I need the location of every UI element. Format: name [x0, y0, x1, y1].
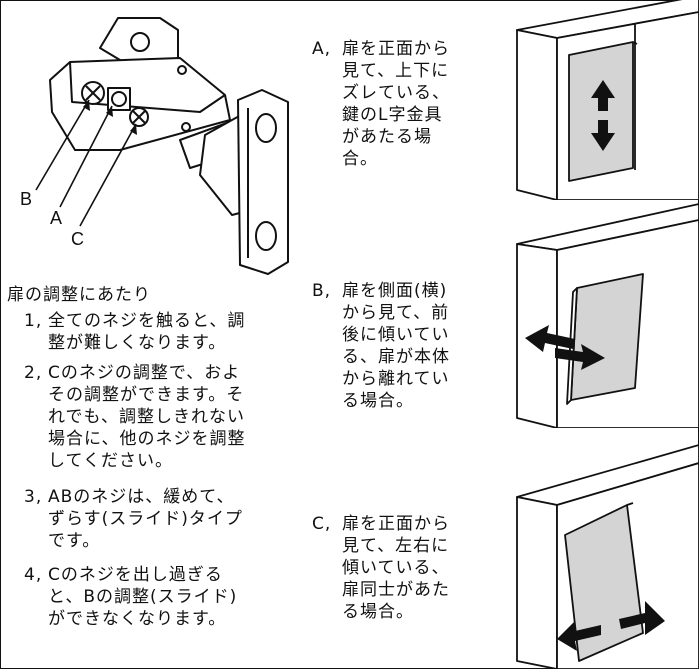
leader-a — [59, 105, 113, 208]
item-b-line: る、扉が本体 — [342, 347, 450, 367]
note-line: ができなくなります。 — [48, 609, 227, 629]
hinge-illustration — [35, 17, 289, 275]
item-b-tag: B, — [312, 281, 332, 301]
note-number: 2, — [24, 363, 43, 383]
note-line: れでも、調整しきれない — [48, 407, 245, 427]
note-number: 1, — [24, 311, 43, 331]
item-b-line: 後に傾いてい — [342, 325, 450, 345]
cabinet-illustration-a — [516, 0, 699, 200]
note-line: その調整ができます。そ — [48, 385, 245, 405]
note-line: 場合に、他のネジを調整 — [48, 429, 246, 449]
item-b-line: る場合。 — [342, 391, 414, 411]
note-number: 3, — [24, 487, 43, 507]
item-b-line: から離れてい — [342, 369, 450, 389]
item-c-line: 傾いている、 — [342, 558, 450, 578]
item-c-line: 扉同士があた — [342, 580, 450, 600]
arrow-down-icon — [591, 120, 615, 151]
item-c-line: 扉を正面から — [342, 514, 450, 534]
door-panel — [570, 273, 644, 401]
note-line: Cのネジを出し過ぎる — [48, 565, 223, 585]
item-c-tag: C, — [312, 514, 332, 534]
note-line: してください。 — [48, 451, 173, 471]
item-b-line: 扉を側面(横) — [342, 281, 448, 301]
note-line: 全てのネジを触ると、調 — [48, 311, 246, 331]
door-panel — [568, 41, 634, 182]
arrow-left-icon — [525, 325, 575, 352]
leader-b — [35, 99, 90, 191]
item-a-tag: A, — [312, 39, 332, 59]
item-a-line: 扉を正面から — [342, 39, 450, 59]
item-c-line: 見て、左右に — [342, 536, 450, 556]
leader-c — [79, 123, 137, 227]
item-a-line: 合。 — [342, 149, 378, 169]
cabinet-illustration-c — [516, 444, 699, 669]
note-line: 整が難しくなります。 — [48, 333, 227, 353]
item-a-line: ズレている、 — [342, 83, 450, 103]
note-line: です。 — [48, 531, 101, 551]
cabinet-illustration-b — [516, 203, 699, 428]
arrow-right-icon — [619, 601, 665, 635]
item-b-line: から見て、前 — [342, 303, 450, 323]
item-a-line: 見て、上下に — [342, 61, 450, 81]
note-line: Cのネジの調整で、およ — [48, 363, 241, 383]
note-line: ABのネジは、緩めて、 — [48, 487, 235, 507]
arrow-left-icon — [557, 621, 601, 651]
item-a-line: 鍵のL字金具 — [342, 105, 443, 125]
note-line: と、Bの調整(スライド) — [48, 587, 238, 607]
item-c-line: る場合。 — [342, 602, 414, 622]
notes-title: 扉の調整にあたり — [7, 285, 151, 305]
arrow-up-icon — [591, 80, 615, 111]
hinge-plate — [237, 89, 289, 275]
callout-b-label: B — [20, 189, 33, 209]
callout-a-label: A — [50, 208, 63, 228]
note-number: 4, — [24, 565, 43, 585]
item-a-line: があたる場 — [342, 127, 432, 147]
note-line: ずらす(スライド)タイプ — [48, 509, 243, 529]
callout-c-label: C — [71, 229, 84, 249]
arrow-right-icon — [555, 344, 605, 370]
